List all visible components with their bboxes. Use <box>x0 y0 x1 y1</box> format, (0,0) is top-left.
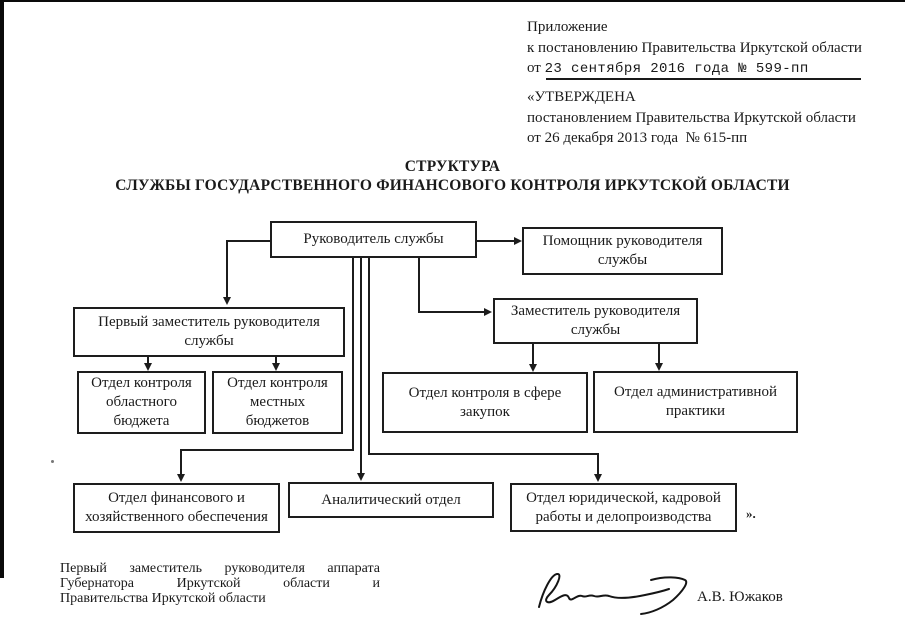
connector-local-budgets-v <box>275 357 277 365</box>
arrowhead-deputy <box>484 308 492 316</box>
signer-title-block: Первый заместитель руководителя аппарата… <box>60 561 380 606</box>
approved-line2: постановлением Правительства Иркутской о… <box>527 109 856 126</box>
arrowhead-finance <box>176 474 185 482</box>
annex-line2: к постановлению Правительства Иркутской … <box>527 39 862 56</box>
connector-head-assistant <box>477 240 515 242</box>
node-assistant: Помощник руководителя службы <box>522 227 723 275</box>
connector-head-firstdeputy-h <box>226 240 270 242</box>
node-dept-analytics-label: Аналитический отдел <box>321 491 461 508</box>
approved-line3: от 26 декабря 2013 года № 615-пп <box>527 130 748 146</box>
node-deputy-label: Заместитель руководителя службы <box>510 303 681 338</box>
annex-line3: от 23 сентября 2016 года № 599-пп <box>527 58 897 80</box>
connector-admin-practice-v <box>658 344 660 364</box>
connector-procurement-v <box>532 344 534 365</box>
arrowhead-regional-budget <box>143 363 152 371</box>
node-dept-finance: Отдел финансового и хозяйственного обесп… <box>73 483 280 533</box>
node-assistant-label: Помощник руководителя службы <box>542 233 703 268</box>
connector-legal-v <box>597 453 599 475</box>
annex-date-value: 23 сентября 2016 года № 599-пп <box>544 61 809 77</box>
signature-scribble <box>538 573 688 615</box>
signer-title-line3: Правительства Иркутской области <box>60 591 266 606</box>
node-dept-local-budgets: Отдел контроля местных бюджетов <box>212 371 343 434</box>
connector-head-deputy-h <box>418 311 485 313</box>
arrowhead-procurement <box>528 364 537 372</box>
node-dept-regional-budget: Отдел контроля областного бюджета <box>77 371 206 434</box>
title-line2: СЛУЖБЫ ГОСУДАРСТВЕННОГО ФИНАНСОВОГО КОНТ… <box>115 176 790 194</box>
connector-finance-v <box>180 449 182 475</box>
document-title: СТРУКТУРА СЛУЖБЫ ГОСУДАРСТВЕННОГО ФИНАНС… <box>0 158 905 195</box>
title-line1: СТРУКТУРА <box>404 158 501 175</box>
connector-legal-h <box>368 453 599 455</box>
node-head-label: Руководитель службы <box>303 231 444 247</box>
annex-header: Приложение к постановлению Правительства… <box>527 17 897 80</box>
scan-edge-left <box>0 0 4 578</box>
annex-date-prefix: от <box>527 60 545 76</box>
node-dept-admin-practice-label: Отдел административной практики <box>614 384 777 419</box>
signer-title-line2: Губернатора Иркутской области и <box>60 576 380 591</box>
node-dept-procurement: Отдел контроля в сфере закупок <box>382 372 588 433</box>
node-dept-procurement-label: Отдел контроля в сфере закупок <box>408 384 562 420</box>
node-deputy: Заместитель руководителя службы <box>493 298 698 344</box>
arrowhead-admin-practice <box>654 363 663 371</box>
connector-regional-budget-v <box>147 357 149 365</box>
connector-head-bottomleft-v <box>352 258 354 451</box>
node-dept-admin-practice: Отдел административной практики <box>593 371 798 433</box>
node-head-of-service: Руководитель службы <box>270 221 477 258</box>
closing-quote-mark: ». <box>746 506 756 521</box>
node-dept-regional-budget-label: Отдел контроля областного бюджета <box>91 375 192 429</box>
annex-date-underline <box>546 78 861 80</box>
connector-head-deputy-v <box>418 258 420 313</box>
signer-title-line1: Первый заместитель руководителя аппарата <box>60 561 380 576</box>
node-dept-legal: Отдел юридической, кадровой работы и дел… <box>510 483 737 532</box>
arrowhead-assistant <box>514 237 522 245</box>
scan-edge-top <box>0 0 905 2</box>
annex-line1: Приложение <box>527 19 608 35</box>
node-dept-legal-label: Отдел юридической, кадровой работы и дел… <box>526 489 721 525</box>
approved-line1: «УТВЕРЖДЕНА <box>527 89 636 105</box>
node-dept-finance-label: Отдел финансового и хозяйственного обесп… <box>85 490 268 525</box>
connector-head-bottomright-v <box>368 258 370 455</box>
connector-head-analytics-v <box>360 258 362 474</box>
node-first-deputy-label: Первый заместитель руководителя службы <box>98 314 320 349</box>
connector-finance-h <box>180 449 354 451</box>
scan-speck <box>51 460 54 463</box>
node-dept-local-budgets-label: Отдел контроля местных бюджетов <box>227 375 328 429</box>
approved-header: «УТВЕРЖДЕНА постановлением Правительства… <box>527 87 897 149</box>
arrowhead-legal <box>593 474 602 482</box>
arrowhead-local-budgets <box>271 363 280 371</box>
signer-name: А.В. Южаков <box>697 589 783 605</box>
node-first-deputy: Первый заместитель руководителя службы <box>73 307 345 357</box>
arrowhead-analytics <box>356 473 365 481</box>
arrowhead-first-deputy <box>222 297 231 305</box>
node-dept-analytics: Аналитический отдел <box>288 482 494 518</box>
connector-head-firstdeputy-v <box>226 240 228 298</box>
